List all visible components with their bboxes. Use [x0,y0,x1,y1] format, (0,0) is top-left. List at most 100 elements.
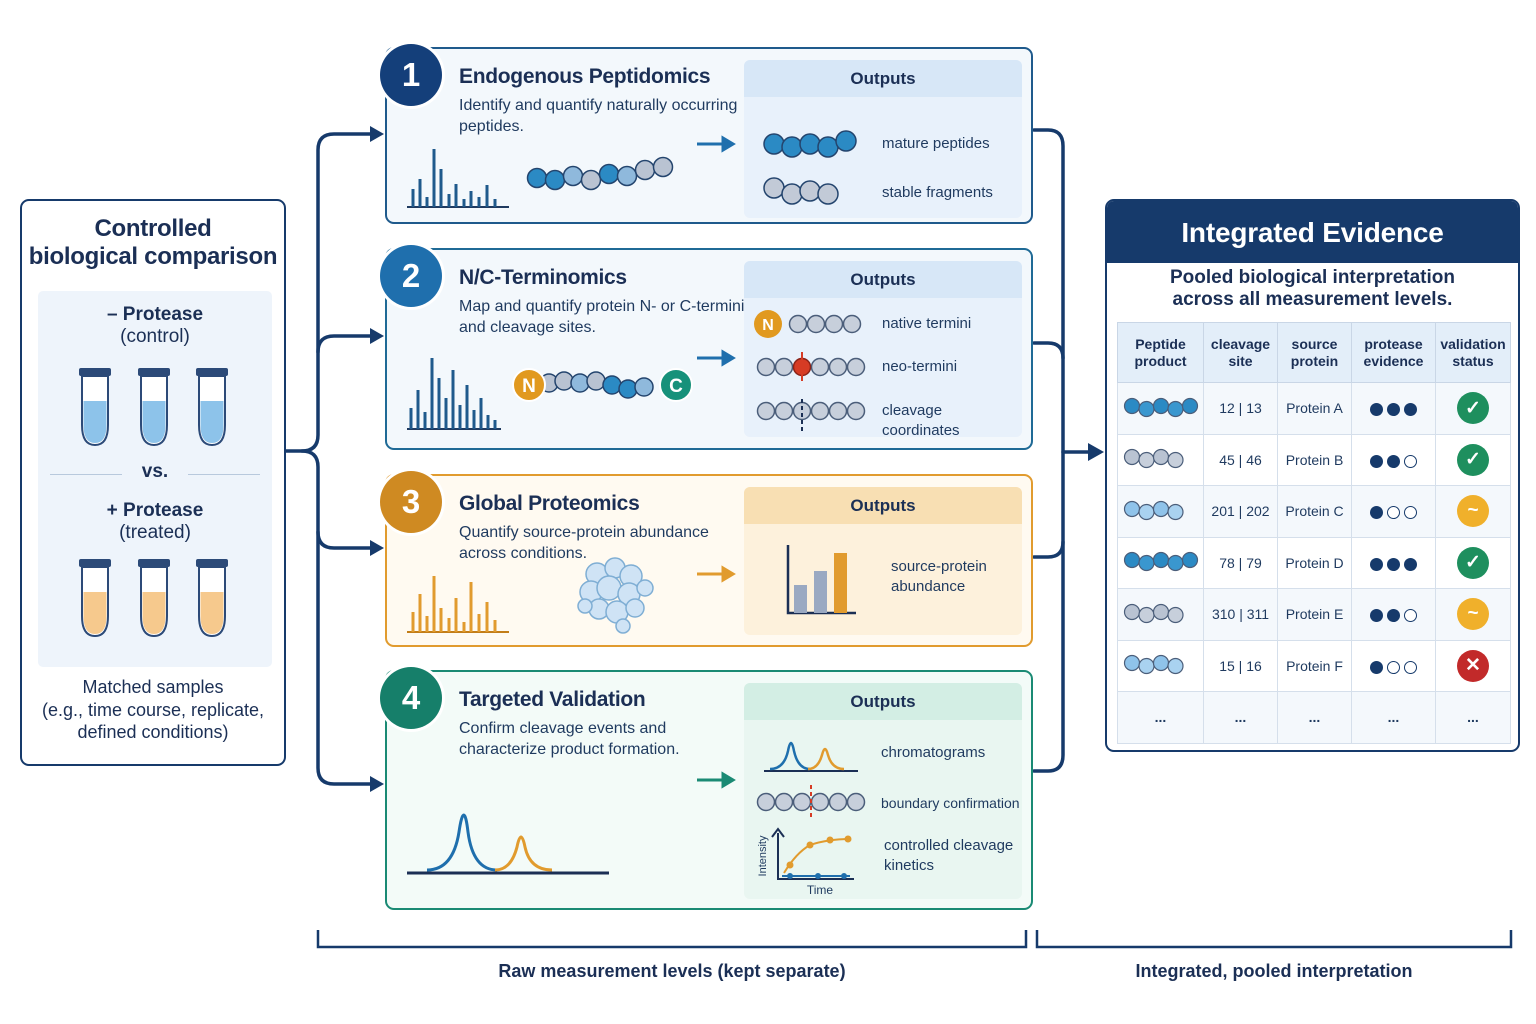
peptide-beads-icon [1123,655,1184,675]
protease-evidence-cell [1351,588,1436,641]
panel-description: Confirm cleavage events and characterize… [459,720,680,758]
validation-status-cell: ✓ [1435,433,1511,486]
treated-label: + Protease [106,500,204,521]
panel-description: Identify and quantify naturally occurrin… [459,97,738,135]
peptide-product-cell [1117,382,1204,435]
n-terminus-label: N [762,317,774,334]
ellipsis-cell: ... [1277,691,1352,744]
peptide-beads-icon [1123,500,1184,520]
protein-blob-icon [577,557,654,634]
evidence-dot [1370,403,1383,417]
source-protein-cell: Protein A [1277,382,1352,435]
column-header: source protein [1277,322,1352,383]
mass-spectrum-icon [407,135,736,208]
outputs-title: Outputs [744,261,1022,298]
column-header: Peptide product [1117,322,1204,383]
foot-line3: defined conditions) [77,722,229,742]
evidence-dot [1387,557,1400,571]
cleavage-site-cell: 45 | 46 [1203,433,1278,486]
treated-group-label: + Protease (treated) [38,500,272,544]
source-protein-cell: Protein D [1277,536,1352,589]
control-label: – Protease [106,304,204,325]
evidence-table: Peptide product cleavage site source pro… [1117,322,1511,744]
column-header: protease evidence [1351,322,1436,383]
axis-x-label: Time [807,883,834,897]
step-badge-1: 1 [380,44,442,106]
panel-description: Quantify source-protein abundance across… [459,524,709,562]
source-protein-cell: Protein C [1277,485,1352,538]
column-header: validation status [1435,322,1511,383]
protease-evidence-cell [1351,485,1436,538]
cleavage-site-cell: 12 | 13 [1203,382,1278,435]
peptide-beads-icon [1123,552,1198,572]
protease-evidence-cell [1351,382,1436,435]
evidence-dot [1404,403,1417,417]
ellipsis-cell: ... [1117,691,1204,744]
peptide-product-cell [1117,485,1204,538]
panel-title: Endogenous Peptidomics [459,65,711,88]
evidence-dot [1370,609,1383,623]
evidence-subtitle: Pooled biological interpretation across … [1107,267,1518,311]
subtitle-line2: across all measurement levels. [1172,289,1453,310]
treated-tube-icon [196,559,228,638]
protease-evidence-cell [1351,536,1436,589]
abundance-bar-chart-icon [786,545,856,615]
left-title-line1: Controlled [94,215,212,242]
evidence-dot [1387,403,1400,417]
raw-levels-bracket-label: Raw measurement levels (kept separate) [498,961,846,981]
panel-endogenous-peptidomics: 1 Endogenous Peptidomics Identify and qu… [380,44,1033,224]
ellipsis-cell: ... [1351,691,1436,744]
step-badge-3: 3 [380,471,442,533]
panel-title: Targeted Validation [459,688,646,711]
outputs-box: Outputs Intensity Time chromatograms bou… [744,683,1022,899]
peptide-beads-icon [1123,449,1184,469]
outputs-box: Outputs N native termini neo-termini cle… [744,261,1022,437]
validation-status-cell: ✕ [1435,639,1511,692]
validation-status-cell: ~ [1435,485,1511,538]
evidence-dot [1370,506,1383,520]
status-confirmed-icon: ✓ [1457,546,1489,579]
mass-spectrum-icon: N C [407,349,736,430]
peptide-beads-icon [1123,397,1198,417]
step-badge-2: 2 [380,245,442,307]
peptide-product-cell [1117,588,1204,641]
control-tube-icon [196,368,228,447]
output-label: mature peptides [882,135,990,152]
step-badge-4: 4 [380,667,442,729]
control-sub: (control) [120,326,190,347]
cleavage-site-cell: 15 | 16 [1203,639,1278,692]
vs-label: vs. [141,461,169,482]
evidence-dot [1370,454,1383,468]
left-card-title: Controlled biological comparison [22,215,284,271]
output-label: chromatograms [881,744,986,761]
c-terminus-label: C [669,376,683,397]
panel-targeted-validation: 4 Targeted Validation Confirm cleavage e… [380,667,1033,910]
subtitle-line1: Pooled biological interpretation [1169,267,1456,288]
outputs-box: Outputs source-protein abundance [744,487,1022,635]
output-label: stable fragments [882,184,993,201]
output-label: boundary confirmation [881,795,1020,811]
protease-evidence-cell [1351,639,1436,692]
status-confirmed-icon: ✓ [1457,443,1489,476]
evidence-dot [1387,506,1400,520]
mass-spectrum-icon [407,557,736,634]
status-rejected-icon: ✕ [1457,649,1489,682]
integrated-evidence-card: Integrated Evidence Pooled biological in… [1105,199,1520,752]
left-title-line2: biological comparison [28,243,278,270]
evidence-dot [1404,454,1417,468]
evidence-dot [1370,660,1383,674]
protease-evidence-cell [1351,433,1436,486]
evidence-dot [1404,660,1417,674]
treated-tube-icon [79,559,111,638]
ellipsis-cell: ... [1203,691,1278,744]
evidence-dot [1404,557,1417,571]
evidence-title: Integrated Evidence [1107,201,1518,263]
output-label: source-protein abundance [891,558,987,595]
chromatogram-icon [407,771,736,875]
peptide-product-cell [1117,639,1204,692]
